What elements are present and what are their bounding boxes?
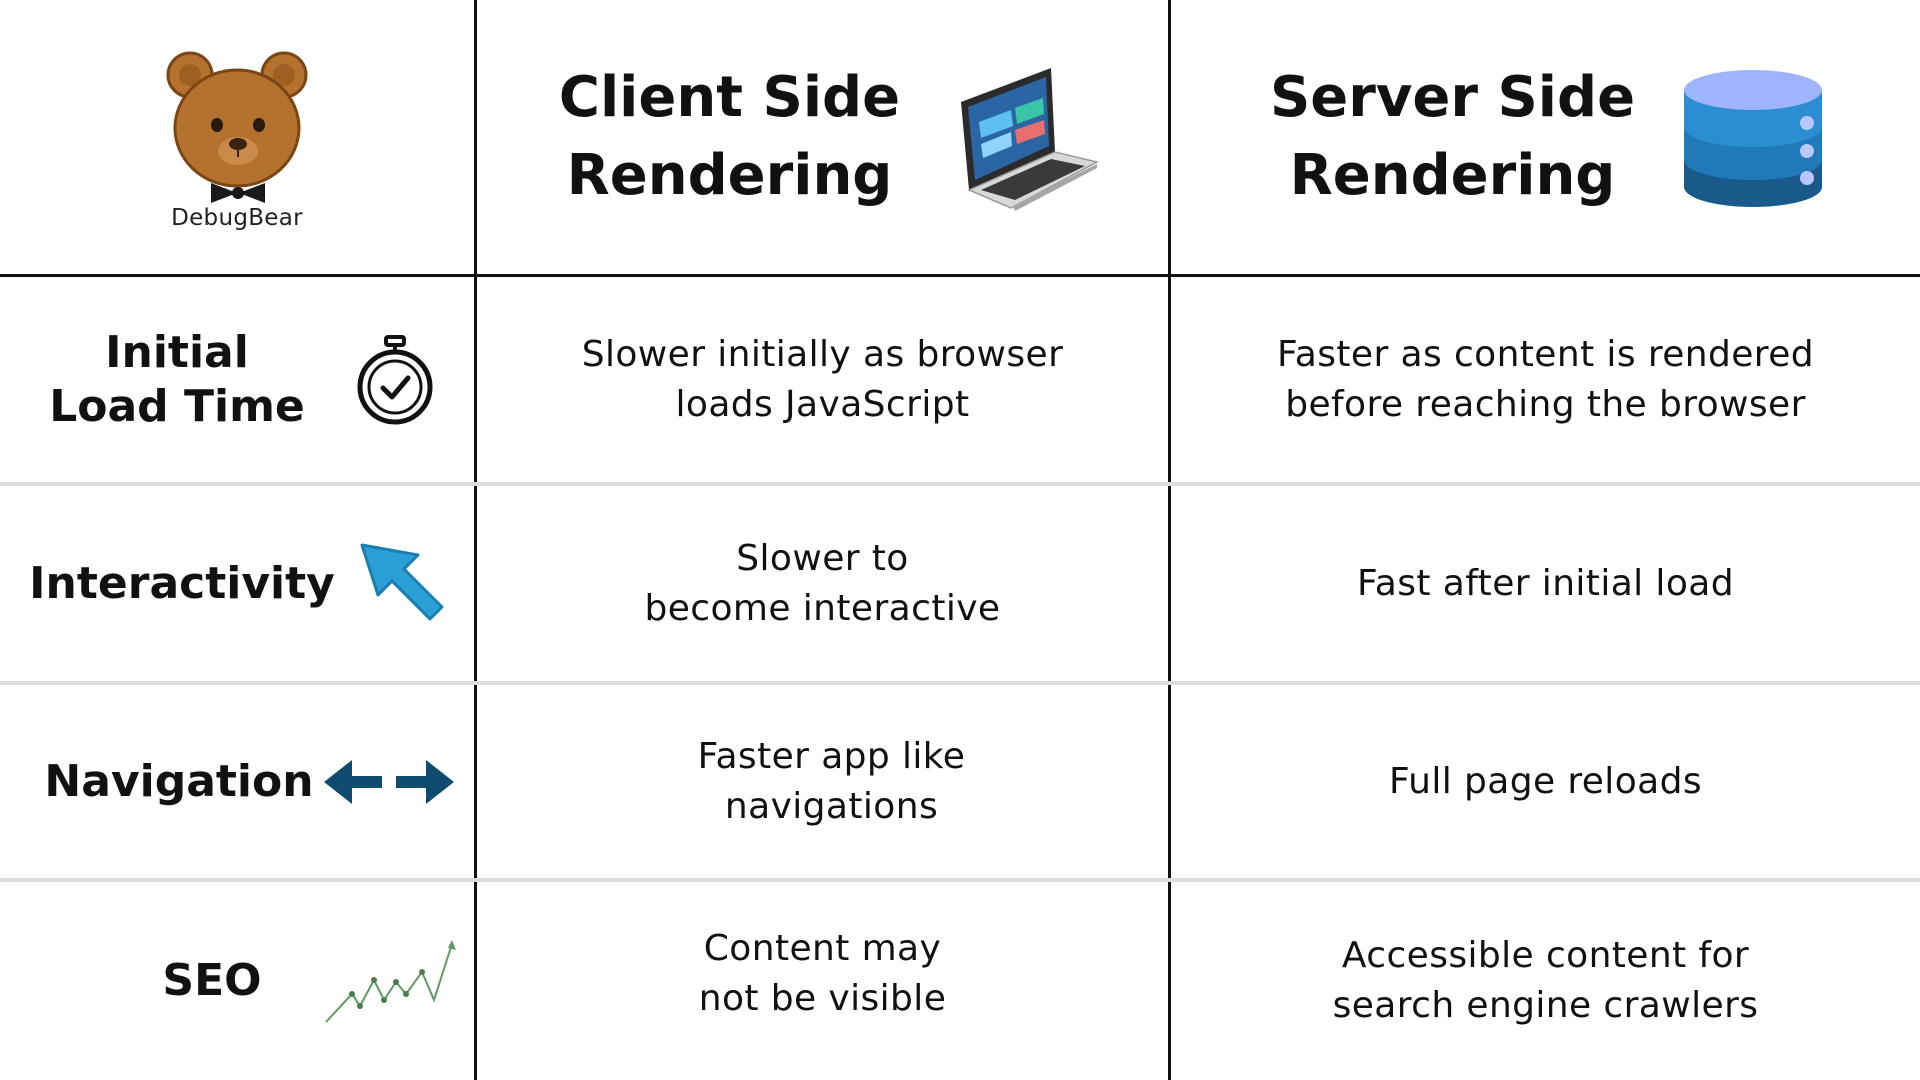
client-initial-load-text: Slower initially as browser loads JavaSc…	[581, 333, 1064, 425]
row-label-text: Navigation	[44, 755, 314, 807]
row-label-interactivity: Interactivity	[0, 486, 474, 681]
client-interactivity-text: Slower to become interactive	[644, 537, 1001, 629]
column-divider-2	[1168, 0, 1171, 1080]
client-header-cell: Client Side Rendering	[477, 0, 1168, 274]
bear-icon	[166, 51, 308, 203]
header-divider	[0, 274, 1920, 277]
server-header-cell: Server Side Rendering	[1171, 0, 1920, 274]
row-divider-1	[0, 482, 1920, 486]
column-divider-1	[474, 0, 477, 1080]
row-label-initial-load-time: Initial Load Time	[0, 277, 474, 482]
server-navigation-cell: Full page reloads	[1171, 685, 1920, 878]
row-divider-2	[0, 681, 1920, 685]
server-interactivity-text: Fast after initial load	[1357, 562, 1734, 604]
cursor-arrow-icon	[360, 543, 444, 620]
client-initial-load-cell: Slower initially as browser loads JavaSc…	[477, 277, 1168, 482]
client-interactivity-cell: Slower to become interactive	[477, 486, 1168, 681]
server-navigation-text: Full page reloads	[1388, 760, 1702, 802]
client-seo-cell: Content may not be visible	[477, 882, 1168, 1080]
server-seo-cell: Accessible content for search engine cra…	[1171, 882, 1920, 1080]
row-label-text: Interactivity	[29, 557, 335, 609]
row-divider-3	[0, 878, 1920, 882]
server-initial-load-cell: Faster as content is rendered before rea…	[1171, 277, 1920, 482]
server-seo-text: Accessible content for search engine cra…	[1332, 935, 1759, 1026]
brand-cell: DebugBear	[0, 0, 474, 274]
client-navigation-cell: Faster app like navigations	[477, 685, 1168, 878]
row-label-text: Initial Load Time	[49, 326, 305, 432]
brand-name: DebugBear	[171, 205, 303, 231]
stopwatch-icon	[357, 334, 433, 424]
client-header-title: Client Side Rendering	[558, 65, 901, 208]
double-arrow-icon	[324, 759, 454, 804]
server-header-title: Server Side Rendering	[1269, 65, 1636, 208]
laptop-icon	[960, 68, 1099, 211]
row-label-text: SEO	[162, 955, 262, 1006]
client-navigation-text: Faster app like navigations	[697, 735, 966, 827]
database-icon	[1683, 69, 1822, 207]
trend-up-icon	[325, 940, 456, 1023]
server-initial-load-text: Faster as content is rendered before rea…	[1276, 333, 1815, 425]
row-label-seo: SEO	[0, 882, 474, 1080]
client-seo-text: Content may not be visible	[698, 928, 947, 1019]
server-interactivity-cell: Fast after initial load	[1171, 486, 1920, 681]
row-label-navigation: Navigation	[0, 685, 474, 878]
